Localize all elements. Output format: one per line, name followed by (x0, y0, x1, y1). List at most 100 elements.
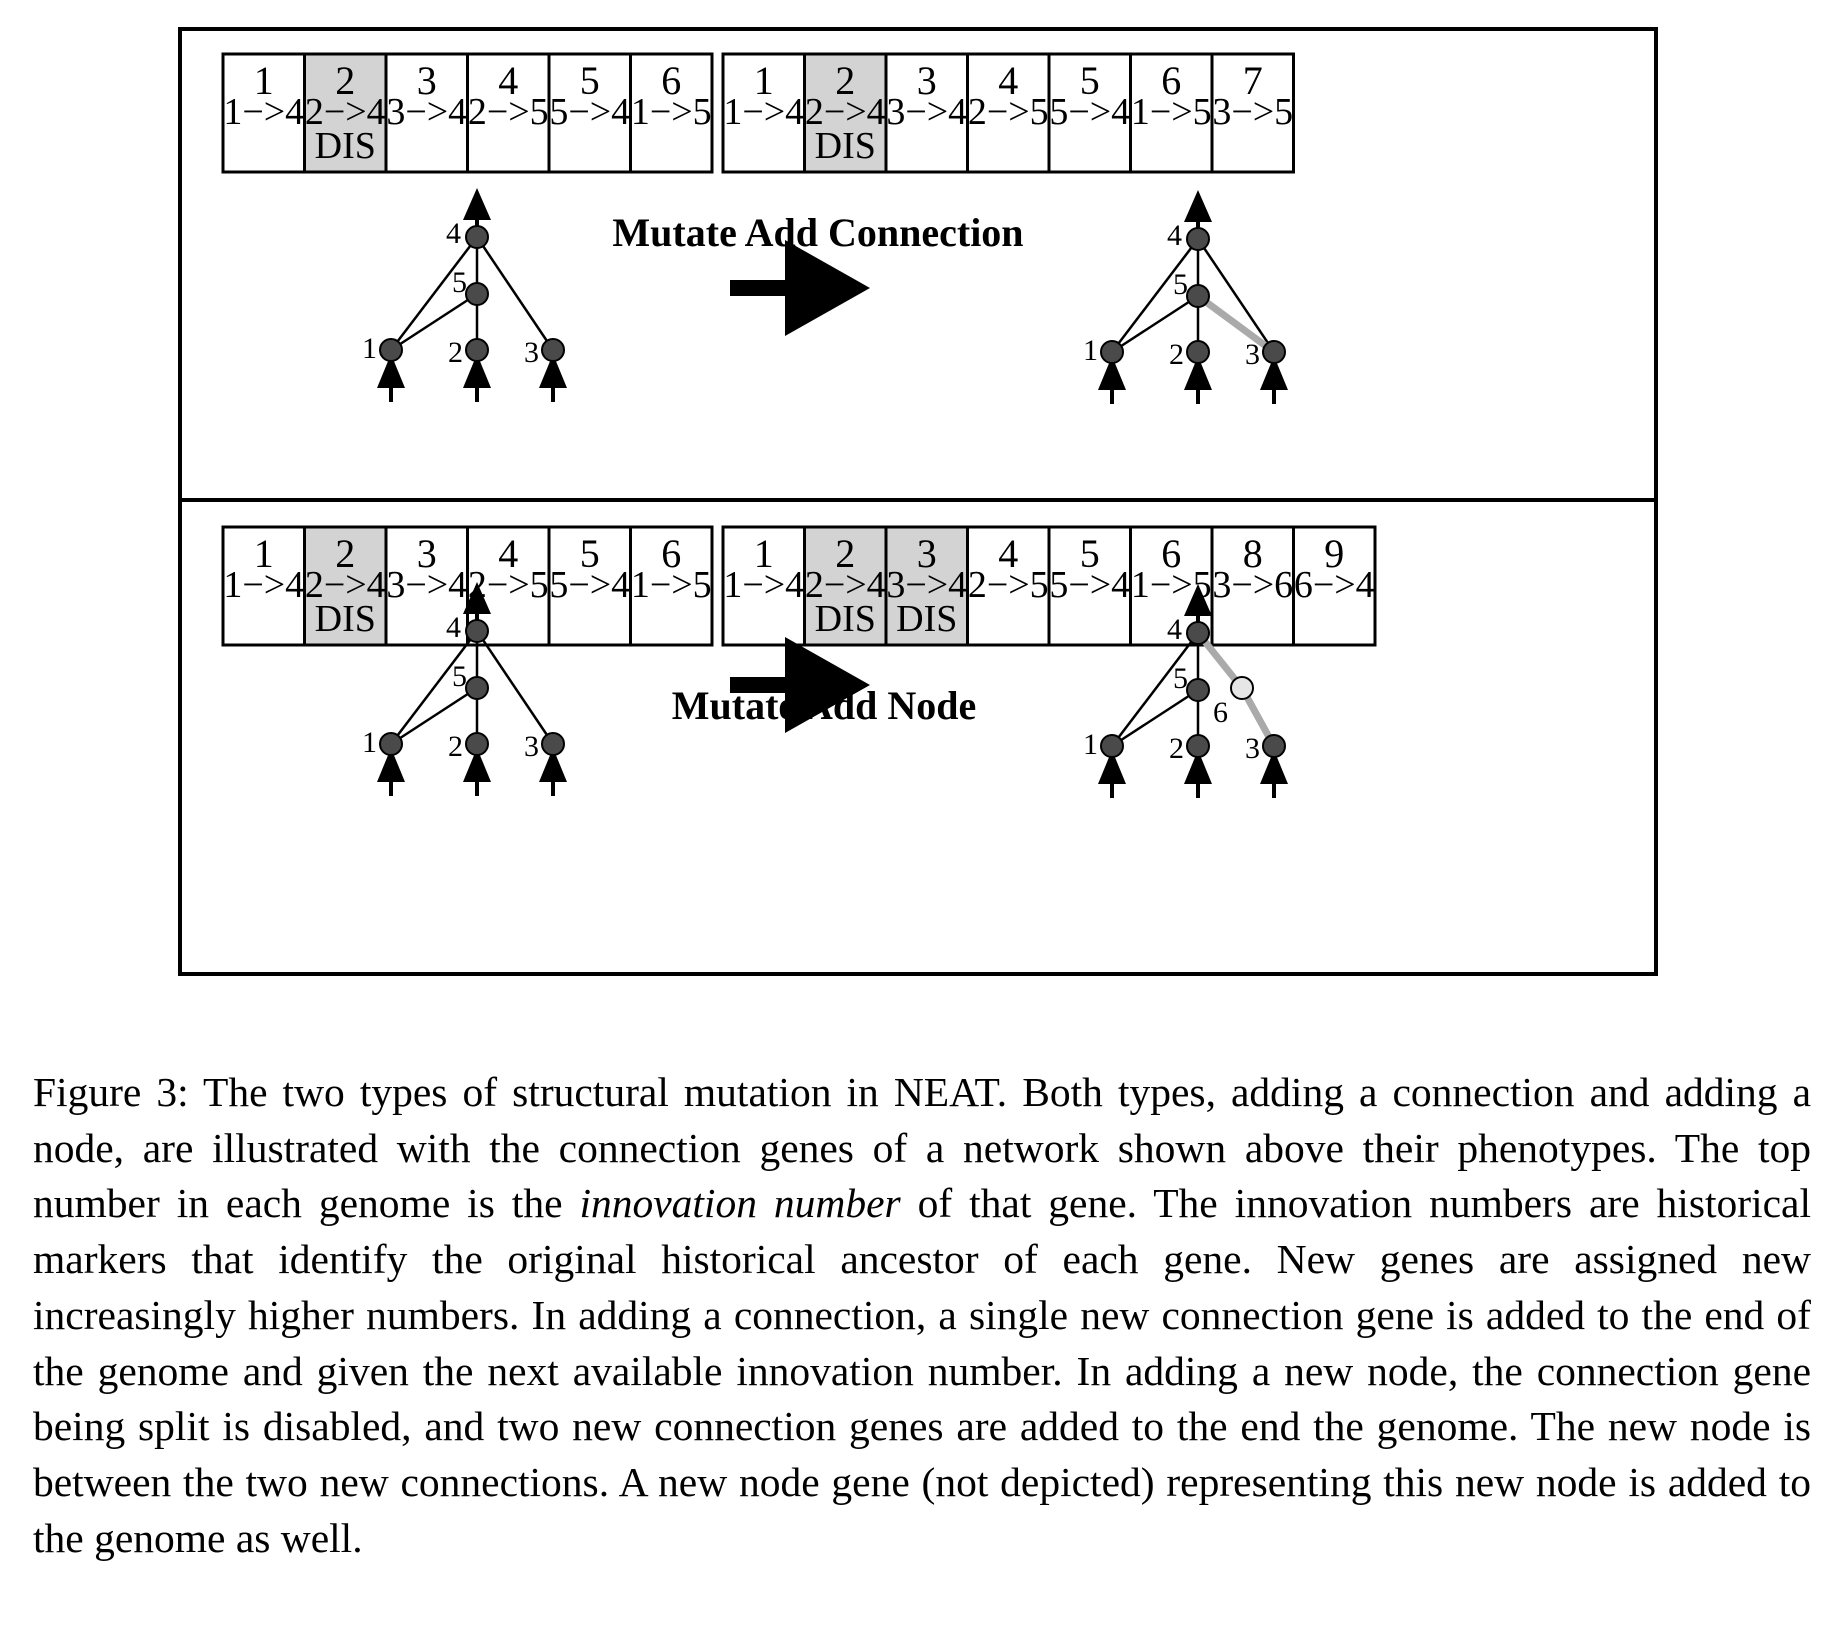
gene-connection: 5−>4 (1049, 91, 1130, 133)
node-label: 6 (1213, 696, 1228, 729)
connection-edge (1111, 688, 1199, 748)
network-node (465, 282, 489, 306)
node-label: 1 (362, 726, 377, 759)
network-node (1186, 227, 1210, 251)
gene-box (721, 525, 806, 647)
network-node (379, 732, 403, 756)
new-node (1230, 676, 1254, 700)
node-label: 3 (524, 730, 539, 763)
gene-innovation-number: 6 (661, 58, 681, 103)
gene-box (966, 525, 1051, 647)
network-node (1186, 340, 1210, 364)
gene-box (629, 52, 714, 174)
node-label: 5 (452, 266, 467, 299)
gene-connection: 2−>5 (968, 91, 1049, 133)
gene-connection: 3−>6 (1212, 564, 1293, 606)
connection-edge (1111, 238, 1199, 353)
gene-box (384, 52, 469, 174)
input-arrow (1260, 750, 1288, 784)
gene-cell: 11−>4 (221, 525, 306, 647)
caption-emphasis: innovation number (579, 1180, 901, 1227)
connection-edge (390, 236, 478, 351)
gene-innovation-number: 1 (254, 531, 274, 576)
gene-disabled-label: DIS (315, 125, 376, 167)
gene-box (384, 525, 469, 647)
gene-innovation-number: 4 (498, 58, 518, 103)
gene-innovation-number: 5 (1080, 58, 1100, 103)
network-node (1262, 340, 1286, 364)
gene-connection: 1−>4 (723, 564, 804, 606)
disabled-gene-box (303, 52, 388, 174)
gene-cell: 42−>5 (466, 525, 551, 647)
input-arrow (1098, 356, 1126, 390)
gene-cell: 96−>4 (1292, 525, 1377, 647)
connection-edge (475, 236, 555, 351)
connection-edge (475, 630, 555, 745)
node-label: 1 (1083, 334, 1098, 367)
gene-innovation-number: 2 (835, 531, 855, 576)
node-label: 5 (1173, 268, 1188, 301)
gene-cell: 61−>5 (1129, 52, 1214, 174)
gene-box (629, 525, 714, 647)
input-arrow (1098, 750, 1126, 784)
gene-connection: 2−>4 (805, 564, 886, 606)
gene-connection: 1−>4 (223, 91, 304, 133)
gene-innovation-number: 8 (1243, 531, 1263, 576)
gene-box (1047, 525, 1132, 647)
gene-innovation-number: 4 (498, 531, 518, 576)
connection-edge (1111, 632, 1199, 747)
gene-disabled-label: DIS (315, 598, 376, 640)
network-node (465, 732, 489, 756)
gene-innovation-number: 5 (580, 58, 600, 103)
network-node (1186, 621, 1210, 645)
caption-text-end: of that gene. The innovation numbers are… (33, 1180, 1811, 1561)
gene-innovation-number: 1 (754, 58, 774, 103)
gene-cell: 33−>4 (384, 52, 469, 174)
connection-edge (390, 630, 478, 745)
panel-add-connection: 11−>422−>4DIS33−>442−>555−>461−>511−>422… (221, 52, 1295, 404)
caption-text-start: Figure 3: The two types of structural mu… (33, 1069, 1811, 1227)
gene-connection: 1−>5 (631, 564, 712, 606)
connection-edge (390, 292, 478, 352)
gene-connection: 1−>4 (223, 564, 304, 606)
gene-box (221, 52, 306, 174)
network-node (1262, 734, 1286, 758)
output-arrow (1184, 190, 1212, 222)
gene-cell: 33−>4 (384, 525, 469, 647)
gene-innovation-number: 2 (835, 58, 855, 103)
gene-innovation-number: 1 (754, 531, 774, 576)
gene-connection: 3−>4 (386, 564, 467, 606)
gene-connection: 1−>5 (1131, 91, 1212, 133)
network-node (1100, 340, 1124, 364)
panel-add-node: 11−>422−>4DIS33−>442−>555−>461−>511−>422… (221, 525, 1377, 798)
gene-cell: 42−>5 (966, 525, 1051, 647)
gene-box (547, 525, 632, 647)
gene-connection: 1−>4 (723, 91, 804, 133)
gene-innovation-number: 4 (998, 531, 1018, 576)
gene-box (884, 52, 969, 174)
gene-connection: 2−>4 (305, 564, 386, 606)
gene-box (221, 525, 306, 647)
connection-edge (1196, 238, 1276, 353)
gene-box (547, 52, 632, 174)
input-arrow (377, 748, 405, 782)
gene-box (1047, 52, 1132, 174)
input-arrow (539, 354, 567, 388)
network-node (465, 225, 489, 249)
network-node (1100, 734, 1124, 758)
gene-connection: 2−>4 (805, 91, 886, 133)
node-label: 2 (1169, 338, 1184, 371)
gene-innovation-number: 3 (417, 58, 437, 103)
input-arrow (1184, 356, 1212, 390)
mutation-arrow-shaft (730, 677, 790, 693)
gene-innovation-number: 3 (917, 531, 937, 576)
network-node (465, 619, 489, 643)
network-node (465, 338, 489, 362)
gene-innovation-number: 2 (335, 58, 355, 103)
gene-connection: 2−>4 (305, 91, 386, 133)
gene-innovation-number: 6 (661, 531, 681, 576)
